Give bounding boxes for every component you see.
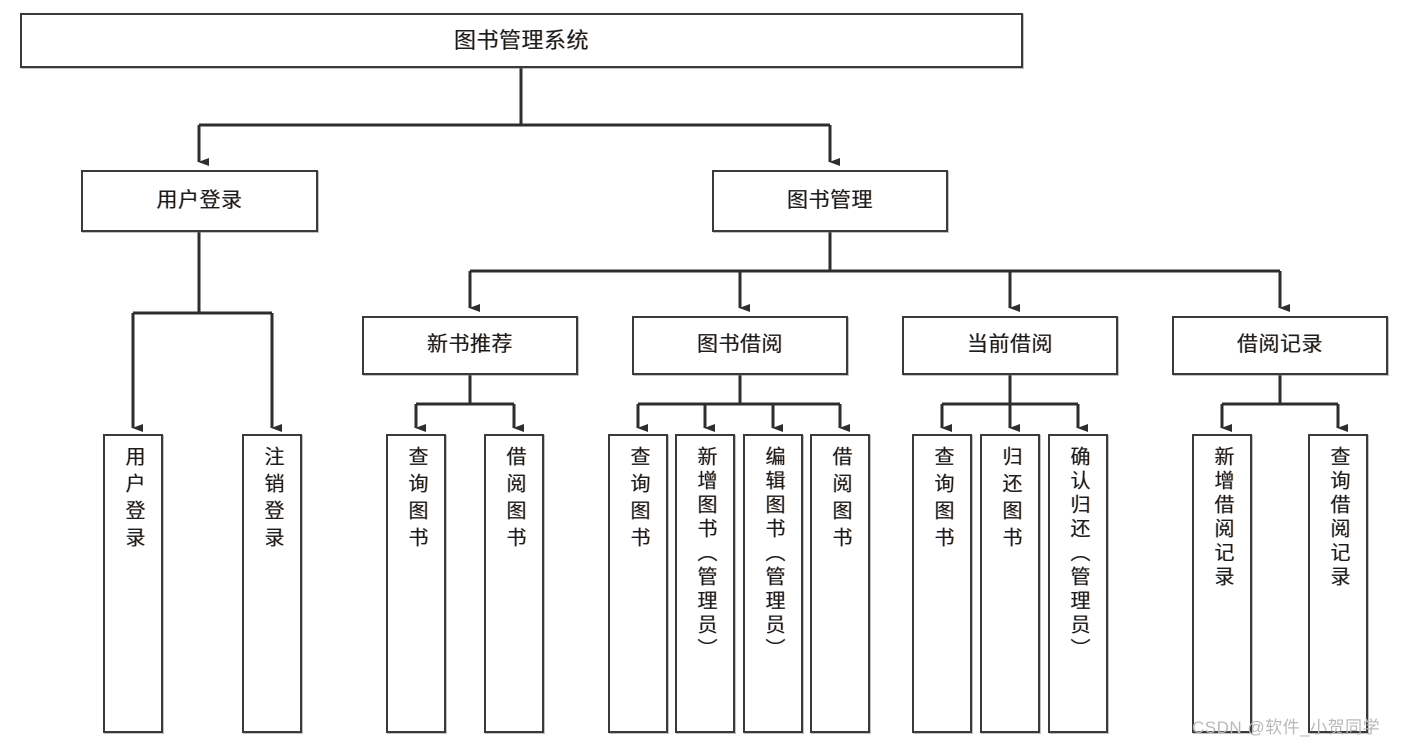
- node-label: 查询图书: [405, 446, 427, 554]
- node-label: 新书推荐: [427, 333, 513, 357]
- node-label: 借阅图书: [503, 446, 525, 554]
- node-leaf-return-book[interactable]: 归还图书: [980, 434, 1040, 733]
- node-leaf-edit-book-admin[interactable]: 编辑图书（管理员）: [743, 434, 803, 733]
- node-root-system[interactable]: 图书管理系统: [20, 13, 1023, 68]
- node-leaf-user-login[interactable]: 用户登录: [103, 434, 163, 733]
- watermark-text: CSDN @软件_小贺同学: [1192, 718, 1381, 737]
- node-label: 图书管理: [787, 188, 873, 212]
- node-leaf-confirm-return-admin[interactable]: 确认归还（管理员）: [1048, 434, 1108, 733]
- node-label: 确认归还（管理员）: [1067, 446, 1089, 662]
- node-label: 用户登录: [156, 188, 243, 212]
- node-label: 用户登录: [122, 446, 144, 554]
- node-new-book-recommend[interactable]: 新书推荐: [362, 316, 578, 375]
- node-leaf-add-book-admin[interactable]: 新增图书（管理员）: [675, 434, 735, 733]
- node-label: 借阅图书: [829, 446, 851, 554]
- node-current-borrow[interactable]: 当前借阅: [902, 316, 1118, 375]
- node-leaf-borrow-book-recommend[interactable]: 借阅图书: [484, 434, 544, 733]
- node-leaf-query-book-recommend[interactable]: 查询图书: [386, 434, 446, 733]
- node-label: 图书借阅: [697, 333, 783, 357]
- node-book-borrow[interactable]: 图书借阅: [632, 316, 848, 375]
- node-leaf-query-book-borrow[interactable]: 查询图书: [608, 434, 668, 733]
- node-leaf-query-borrow-record[interactable]: 查询借阅记录: [1308, 434, 1368, 733]
- node-borrow-record[interactable]: 借阅记录: [1172, 316, 1388, 375]
- node-label: 图书管理系统: [453, 27, 589, 53]
- node-user-login[interactable]: 用户登录: [81, 170, 318, 232]
- node-label: 查询图书: [627, 446, 649, 554]
- node-leaf-query-book-current[interactable]: 查询图书: [912, 434, 972, 733]
- node-leaf-borrow-book[interactable]: 借阅图书: [810, 434, 870, 733]
- node-label: 新增图书（管理员）: [694, 446, 716, 662]
- node-leaf-add-borrow-record[interactable]: 新增借阅记录: [1192, 434, 1252, 733]
- node-label: 借阅记录: [1237, 333, 1323, 357]
- node-label: 编辑图书（管理员）: [762, 446, 784, 662]
- node-label: 新增借阅记录: [1211, 446, 1233, 590]
- node-label: 查询借阅记录: [1327, 446, 1349, 590]
- node-leaf-logout[interactable]: 注销登录: [242, 434, 302, 733]
- node-label: 注销登录: [261, 446, 283, 554]
- node-label: 当前借阅: [967, 333, 1053, 357]
- node-label: 查询图书: [931, 446, 953, 554]
- node-book-management[interactable]: 图书管理: [712, 170, 948, 232]
- node-label: 归还图书: [999, 446, 1021, 554]
